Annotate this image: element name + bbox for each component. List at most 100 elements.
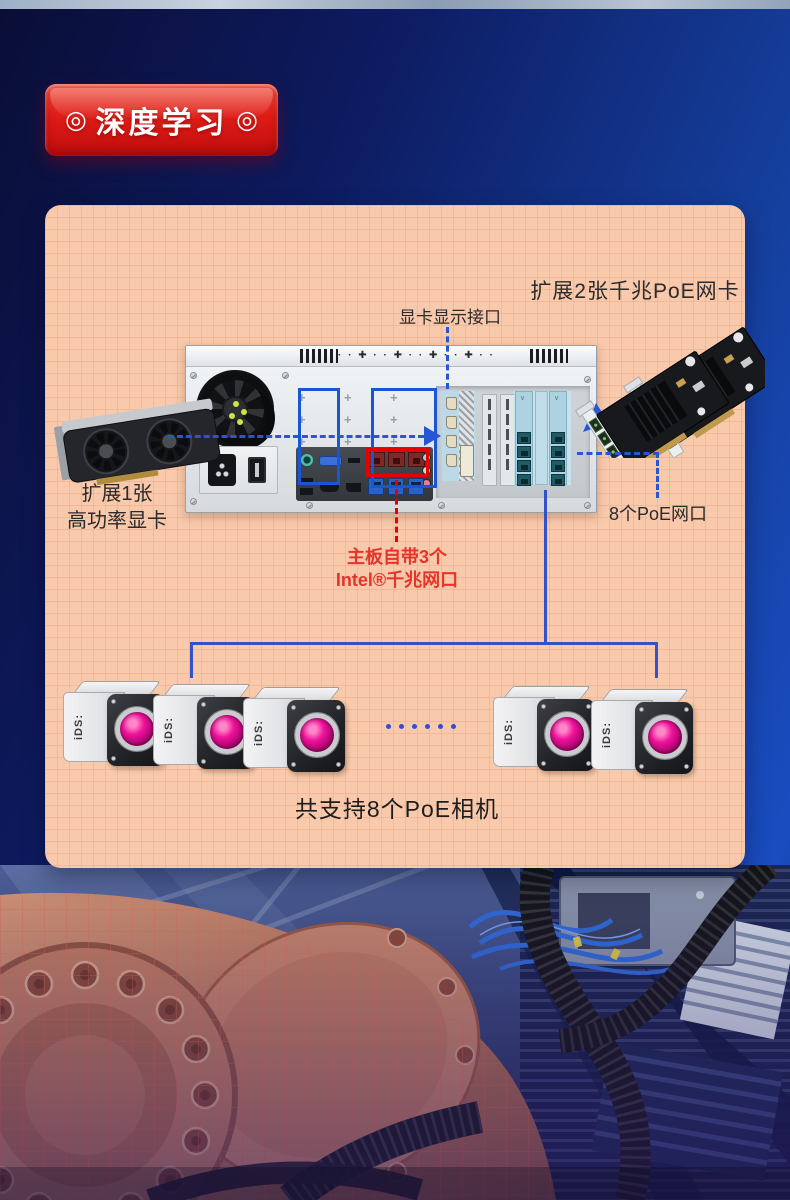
hdmi-port — [320, 483, 339, 492]
onboard-lan-line1: 主板自带3个 — [346, 547, 447, 567]
diagram-panel: 扩展2张千兆PoE网卡 显卡显示接口 扩展1张 高功率显卡 主板自带3个 Int… — [45, 205, 765, 868]
gpu-displayport-column — [444, 391, 458, 481]
dashed-line-poe-h — [577, 452, 659, 455]
ps2-port — [301, 454, 313, 466]
poe-rj45-port — [517, 474, 531, 486]
poe-rj45-port — [551, 460, 565, 472]
fan-led — [241, 409, 247, 415]
camera-screw — [684, 707, 689, 712]
camera-screw — [291, 705, 296, 710]
camera-brand-logo: iDS: — [73, 714, 85, 740]
displayport-icon — [445, 397, 457, 410]
poe-camera: iDS: — [153, 684, 257, 772]
camera-lens — [115, 707, 159, 751]
camera-brand-logo: iDS: — [253, 720, 265, 746]
displayport-icon — [445, 416, 457, 429]
bracket-mark: ∨ — [520, 395, 526, 402]
chassis-top-strip: · · ✚ · · ✚ · · ✚ · · ✚ · · — [186, 346, 596, 367]
knockout-mark: + — [390, 412, 398, 427]
screw-icon — [584, 376, 591, 383]
serial-port — [348, 458, 360, 463]
top-edge-strip — [0, 0, 790, 9]
knockout-mark: + — [298, 390, 306, 405]
knockout-mark: + — [344, 434, 352, 449]
knockout-mark: + — [298, 434, 306, 449]
screw-icon — [190, 498, 197, 505]
screw-icon — [584, 502, 591, 509]
industrial-robot-photo — [0, 855, 790, 1200]
camera-lens — [295, 713, 339, 757]
poe-camera: iDS: — [591, 689, 695, 777]
camera-tree-right-drop — [655, 642, 658, 678]
screw-icon — [190, 372, 197, 379]
camera-screw — [336, 762, 341, 767]
camera-brand-logo: iDS: — [503, 719, 515, 745]
poe-nic-bracket-2: ∨ — [549, 391, 567, 486]
poe-rj45-port — [551, 432, 565, 444]
arrow-icon-gpu — [424, 426, 441, 446]
ellipsis-dots — [386, 724, 456, 729]
camera-front-face — [287, 700, 345, 772]
screw-icon — [306, 502, 313, 509]
camera-front-face — [635, 702, 693, 774]
camera-front-face — [537, 699, 595, 771]
bullseye-icon-left: ◎ — [65, 105, 87, 134]
screw-icon — [282, 372, 289, 379]
bullseye-icon-right: ◎ — [236, 105, 258, 134]
gpu-bracket-slots — [442, 391, 475, 481]
onboard-lan-label: 主板自带3个 Intel®千兆网口 — [267, 546, 527, 592]
camera-brand-logo: iDS: — [601, 722, 613, 748]
fan-led — [233, 401, 239, 407]
vent-grille-right — [530, 349, 568, 363]
section-title: 深度学习 — [95, 107, 228, 140]
camera-lens — [643, 715, 687, 759]
camera-screw — [111, 756, 116, 761]
gpu-display-port-label: 显卡显示接口 — [399, 308, 501, 327]
poe-camera: iDS: — [243, 687, 347, 775]
vga-port — [319, 456, 342, 466]
camera-screw — [639, 764, 644, 769]
displayport-port — [346, 483, 361, 492]
camera-tree-stem — [544, 490, 547, 642]
vent-grille-left — [300, 349, 338, 363]
gpu-dvi-column — [459, 391, 474, 481]
camera-screw — [336, 705, 341, 710]
poe-rj45-port — [551, 474, 565, 486]
poe-ports-label: 8个PoE网口 — [608, 504, 708, 524]
robot-scene — [0, 855, 790, 1200]
displayport-icon — [445, 454, 457, 467]
camera-screw — [201, 759, 206, 764]
dashed-line-display-port — [446, 327, 449, 389]
camera-tree-left-drop — [190, 642, 193, 678]
camera-screw — [291, 762, 296, 767]
knockout-mark: + — [390, 434, 398, 449]
camera-screw — [201, 702, 206, 707]
camera-screw — [111, 699, 116, 704]
gpu-expansion-line2: 高功率显卡 — [67, 510, 167, 532]
poe-blank-bracket — [535, 391, 548, 485]
screw-hole-row: · · ✚ · · ✚ · · ✚ · · ✚ · · — [338, 350, 495, 361]
pci-slot-area: ∨ ∨ — [436, 386, 590, 498]
knockout-mark: + — [298, 412, 306, 427]
bracket-mark: ∨ — [554, 395, 560, 402]
poe-nic-bracket-1: ∨ — [515, 391, 533, 486]
poe-camera: iDS: — [63, 681, 167, 769]
poe-rj45-port — [517, 432, 531, 444]
camera-screw — [541, 761, 546, 766]
camera-lens — [545, 712, 589, 756]
onboard-lan-line2: Intel®千兆网口 — [335, 570, 459, 590]
empty-slot-bracket — [500, 394, 515, 486]
dashed-line-poe-v — [656, 452, 659, 498]
camera-brand-logo: iDS: — [163, 717, 175, 743]
camera-screw — [541, 704, 546, 709]
gpu-expansion-line1: 扩展1张 — [81, 483, 153, 505]
camera-tree-horizontal — [190, 642, 658, 645]
knockout-mark: + — [344, 412, 352, 427]
poe-nic-cards-image — [574, 313, 765, 458]
poe-rj45-port — [517, 446, 531, 458]
power-switch — [248, 457, 266, 483]
camera-screw — [639, 707, 644, 712]
fan-led — [237, 419, 243, 425]
camera-screw — [586, 704, 591, 709]
